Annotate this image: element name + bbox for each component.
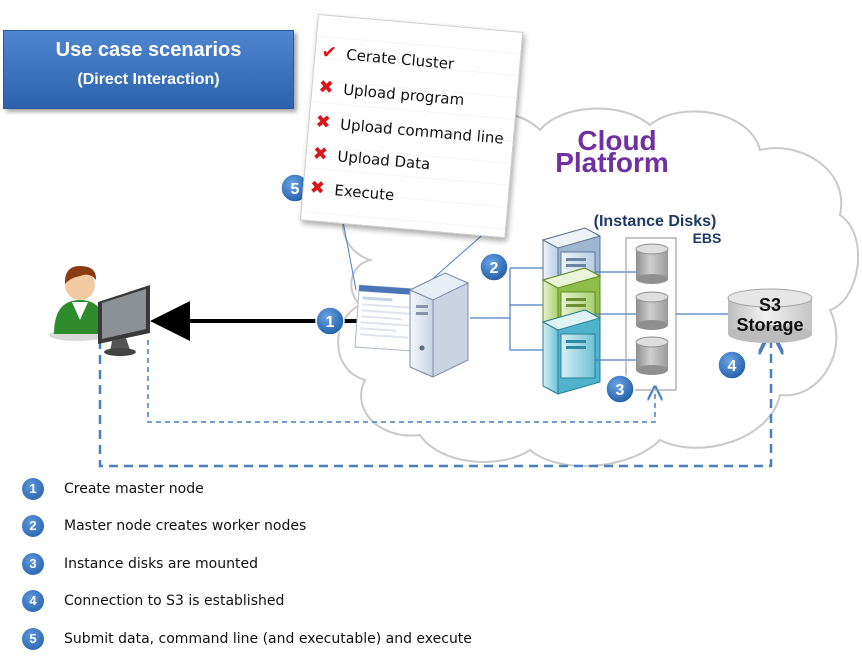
badge-2-number: 2: [490, 260, 499, 277]
badge-3-number: 3: [616, 382, 625, 399]
legend-badge-2: 2: [22, 515, 44, 537]
title-box: Use case scenarios (Direct Interaction): [3, 30, 294, 109]
cloud-label-line-2: Platform: [555, 147, 669, 178]
master-worker-links: [470, 267, 545, 351]
dashed-link-disks: [147, 340, 655, 423]
legend-text-2: Master node creates worker nodes: [64, 518, 307, 534]
worker-disk-links: [595, 271, 638, 361]
disk-icon-2: [635, 291, 669, 330]
badge-4-number: 4: [728, 358, 737, 375]
monitor-icon: [98, 285, 150, 356]
legend-text-3: Instance disks are mounted: [64, 556, 258, 572]
legend-item-5: 5 Submit data, command line (and executa…: [22, 628, 742, 654]
legend-item-1: 1 Create master node: [22, 478, 742, 504]
legend-item-4: 4 Connection to S3 is established: [22, 590, 742, 616]
x-icon: ✖: [308, 176, 326, 200]
disk-icon-3: [635, 336, 669, 375]
legend-item-2: 2 Master node creates worker nodes: [22, 515, 742, 541]
title-line-2: (Direct Interaction): [77, 71, 220, 88]
check-icon: ✔: [320, 41, 338, 64]
title-line-1: Use case scenarios: [55, 39, 242, 61]
legend-text-5: Submit data, command line (and executabl…: [64, 631, 472, 647]
dashed-link-s3: [98, 340, 771, 468]
badge-2: 2: [479, 252, 509, 282]
legend-badge-1: 1: [22, 478, 44, 500]
badge-4: 4: [717, 350, 747, 380]
s3-label-line-1: S3: [759, 295, 781, 315]
worker-server-3: [541, 309, 602, 395]
disk-icon-1: [635, 243, 669, 284]
legend-badge-5: 5: [22, 628, 44, 650]
legend-badge-3: 3: [22, 553, 44, 575]
badge-1: 1: [315, 306, 345, 336]
badge-1-number: 1: [326, 314, 335, 331]
legend-badge-4: 4: [22, 590, 44, 612]
badge-5-number: 5: [291, 181, 300, 198]
s3-storage-icon: [727, 288, 813, 343]
checklist-item-5-label: Execute: [333, 181, 396, 205]
master-server-icon: [408, 272, 470, 378]
badge-3: 3: [605, 374, 635, 404]
x-icon: ✖: [317, 76, 335, 99]
checklist-card: ✔ Cerate Cluster ✖ Upload program ✖ Uplo…: [299, 14, 524, 239]
disks-label-line-1: (Instance Disks): [594, 213, 717, 230]
disks-label-line-2: EBS: [693, 230, 722, 246]
legend-text-1: Create master node: [64, 481, 204, 497]
s3-label-line-2: Storage: [736, 315, 803, 335]
cloud-label-line-1: Cloud: [577, 125, 656, 156]
legend-item-3: 3 Instance disks are mounted: [22, 553, 742, 579]
x-icon: ✖: [314, 111, 332, 134]
architecture-diagram: Cloud Platform (Instance Disks) EBS: [49, 107, 860, 468]
legend-text-4: Connection to S3 is established: [64, 593, 285, 609]
web-console-thumbnail: [354, 284, 418, 352]
user-icon: [49, 266, 106, 341]
x-icon: ✖: [311, 143, 329, 166]
